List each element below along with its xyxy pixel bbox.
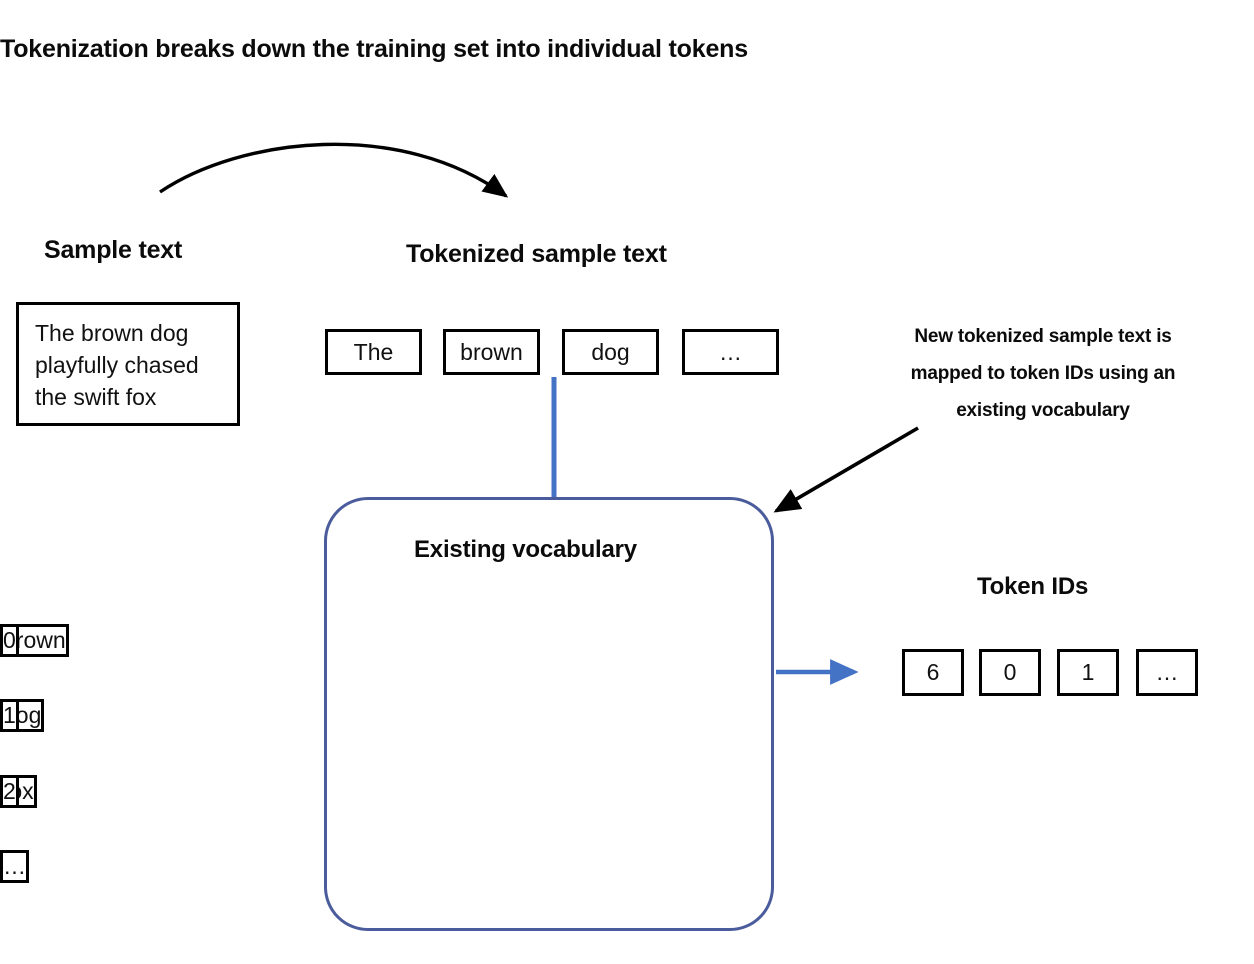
token-id-box: … — [1136, 649, 1198, 696]
vocabulary-id-box: … — [0, 850, 29, 883]
token-box: dog — [562, 329, 659, 375]
token-id-box: 1 — [1057, 649, 1119, 696]
token-ids-heading: Token IDs — [977, 573, 1089, 600]
token-box: brown — [443, 329, 540, 375]
vocabulary-id-box: 0 — [0, 624, 19, 657]
token-box: The — [325, 329, 422, 375]
tokenized-sample-text-heading: Tokenized sample text — [406, 240, 667, 268]
token-id-box: 0 — [979, 649, 1041, 696]
token-id-box: 6 — [902, 649, 964, 696]
mapping-note: New tokenized sample text is mapped to t… — [910, 326, 1176, 422]
vocabulary-id-box: 2 — [0, 775, 19, 808]
curved-arrow-icon — [159, 142, 509, 198]
header-caption: Tokenization breaks down the training se… — [0, 35, 748, 63]
sample-text-box: The brown dog playfully chased the swift… — [16, 302, 240, 426]
sample-text-heading: Sample text — [44, 236, 183, 264]
token-box: … — [682, 329, 779, 375]
existing-vocabulary-container — [324, 497, 774, 931]
existing-vocabulary-heading: Existing vocabulary — [414, 536, 637, 563]
vocabulary-id-box: 1 — [0, 699, 19, 732]
diagonal-arrow-icon — [773, 426, 919, 513]
